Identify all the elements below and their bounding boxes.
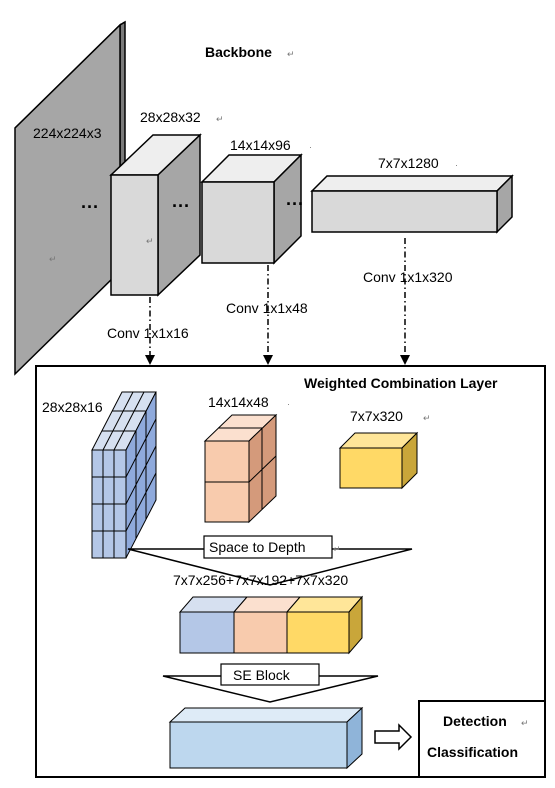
layer-label-14x14x96: 14x14x96 — [230, 137, 291, 153]
paragraph-mark: ↵ — [49, 254, 57, 264]
feature-block-7x7x320 — [338, 431, 419, 490]
paragraph-mark: · — [287, 399, 290, 409]
wcl-frame — [35, 365, 546, 778]
ellipsis-dots-3: ··· — [286, 194, 304, 214]
layer-label-28x28x32: 28x28x32 — [140, 109, 201, 125]
input-layer-block — [14, 20, 126, 376]
paragraph-mark: · — [455, 160, 458, 170]
paragraph-mark: ↵ — [333, 544, 341, 554]
layer-block-28x28x32 — [109, 133, 202, 297]
classification-label: Classification — [427, 744, 518, 760]
paragraph-mark: ↵ — [216, 114, 224, 124]
se-block-label: SE Block — [233, 667, 291, 683]
ellipsis-dots-1: ··· — [81, 197, 99, 217]
concat-block — [178, 595, 364, 655]
paragraph-mark: ↵ — [146, 236, 154, 246]
detection-label: Detection — [443, 713, 507, 729]
feature-label-14x14x48: 14x14x48 — [208, 394, 269, 410]
output-arrow — [374, 723, 413, 751]
layer-block-7x7x1280 — [310, 174, 514, 234]
conv-label-1: Conv 1x1x16 — [107, 325, 189, 341]
paragraph-mark: ↵ — [521, 718, 529, 728]
layer-label-7x7x1280: 7x7x1280 — [378, 155, 439, 171]
feature-block-14x14x48 — [203, 413, 278, 524]
se-block-box — [220, 663, 320, 686]
paragraph-mark: ↵ — [423, 413, 431, 423]
space-to-depth-label: Space to Depth — [209, 539, 306, 555]
detection-classification-box — [418, 700, 546, 778]
feature-label-28x28x16: 28x28x16 — [42, 399, 103, 415]
paragraph-mark: · — [309, 142, 312, 152]
space-to-depth-box — [203, 535, 333, 559]
feature-block-28x28x16 — [91, 391, 157, 559]
conv-label-2: Conv 1x1x48 — [226, 300, 308, 316]
feature-label-7x7x320: 7x7x320 — [350, 408, 403, 424]
conv-label-3: Conv 1x1x320 — [363, 269, 453, 285]
layer-block-14x14x96 — [200, 153, 303, 265]
input-layer-label: 224x224x3 — [33, 125, 102, 141]
paragraph-mark: ↵ — [287, 49, 295, 59]
ellipsis-dots-2: ··· — [172, 196, 190, 216]
concat-label: 7x7x256+7x7x192+7x7x320 — [173, 572, 348, 588]
output-block — [168, 706, 364, 770]
backbone-title: Backbone — [205, 44, 272, 60]
wcl-title: Weighted Combination Layer — [304, 375, 498, 391]
